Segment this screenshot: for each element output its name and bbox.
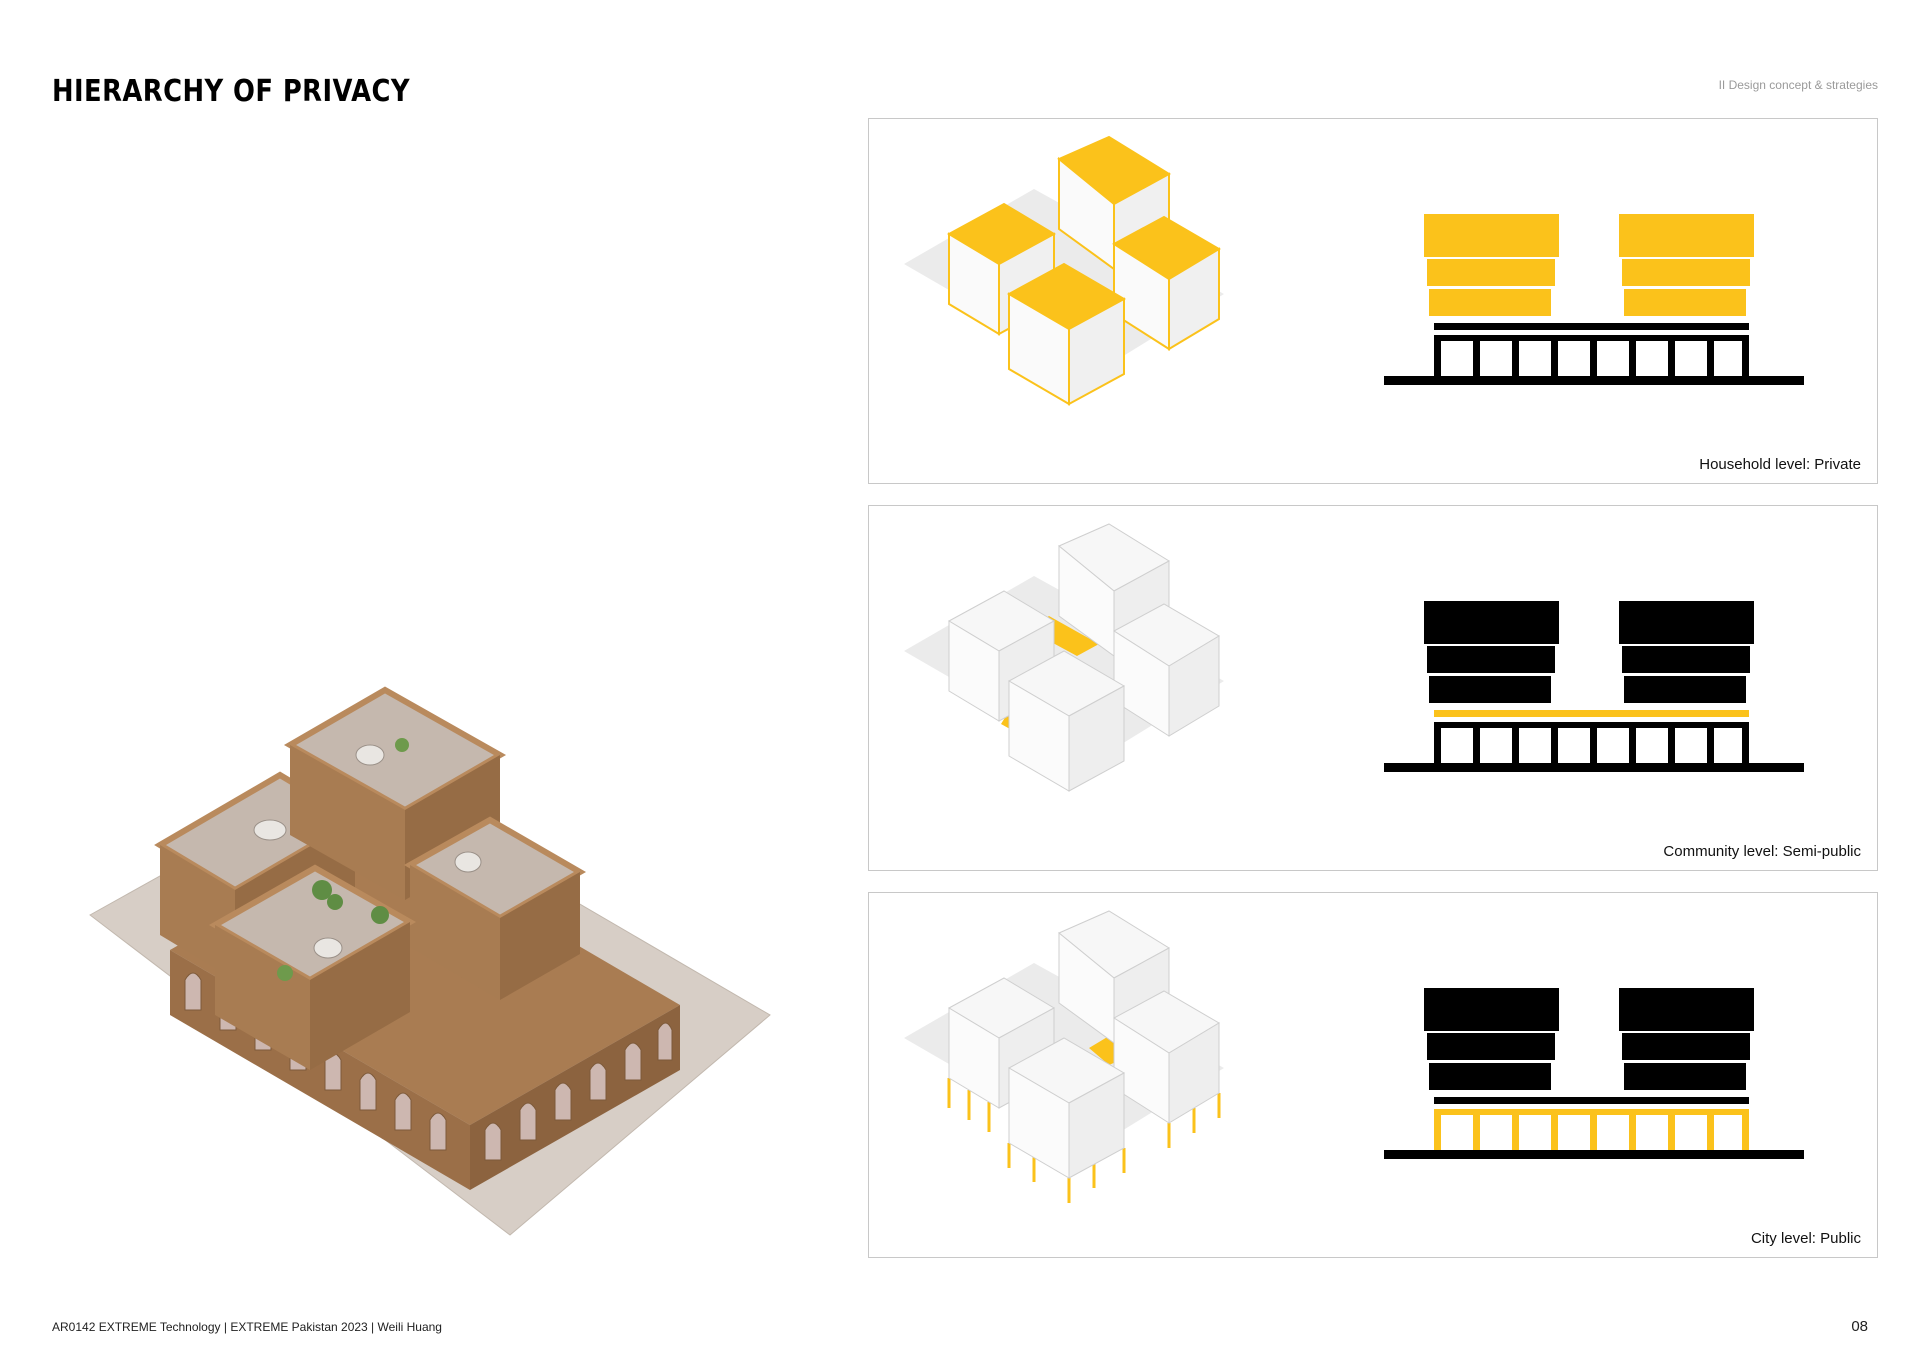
panel-label: City level: Public <box>1750 1230 1861 1247</box>
panel-label: Community level: Semi-public <box>1663 843 1861 860</box>
city-section <box>1384 988 1804 1159</box>
block-south <box>208 864 417 1070</box>
panel-label: Household level: Private <box>1699 456 1861 473</box>
city-diagram <box>904 910 1804 1203</box>
courtyard-trees <box>312 880 389 924</box>
household-blocks <box>946 135 1221 406</box>
panel-community: Community level: Semi-public <box>868 505 1878 871</box>
block-east <box>403 816 587 1000</box>
ground-arcade <box>947 1078 1221 1203</box>
panel-household: Household level: Private <box>868 118 1878 484</box>
household-section <box>1384 214 1804 385</box>
household-diagram <box>904 135 1804 406</box>
axonometric-render <box>80 650 780 1250</box>
page-number: 08 <box>1851 1318 1868 1335</box>
footer-credit: AR0142 EXTREME Technology | EXTREME Paki… <box>52 1320 442 1334</box>
page-title: HIERARCHY OF PRIVACY <box>52 74 411 109</box>
panel-city: City level: Public <box>868 892 1878 1258</box>
community-diagram <box>904 523 1804 792</box>
community-section <box>1384 601 1804 772</box>
section-label: II Design concept & strategies <box>1718 78 1878 92</box>
